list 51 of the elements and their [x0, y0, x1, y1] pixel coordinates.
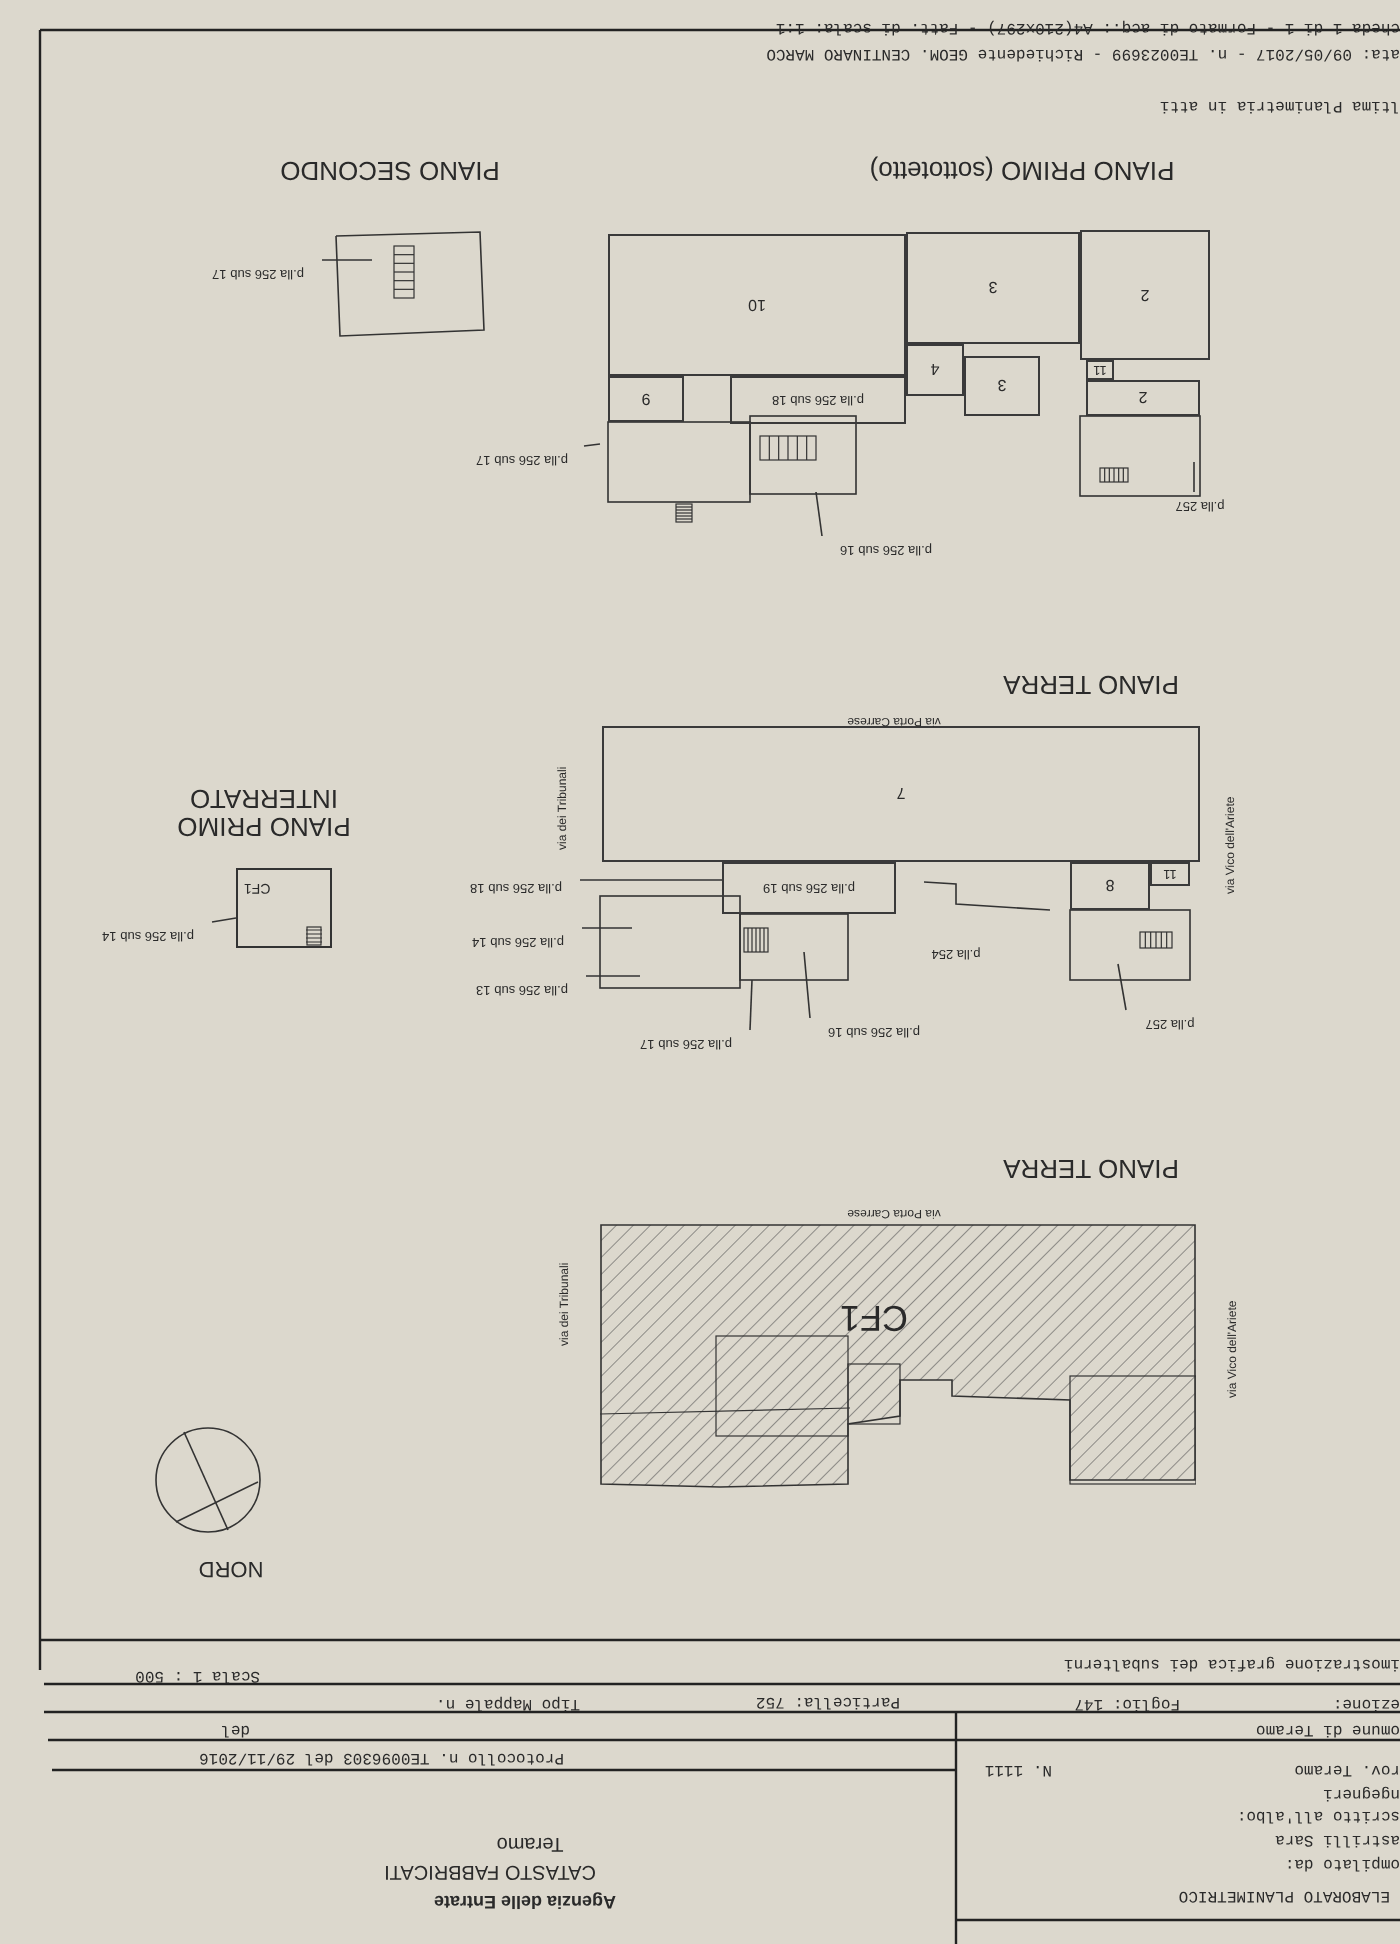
office-name: Teramo — [494, 1830, 566, 1852]
plan-title: PIANO SECONDO — [278, 154, 502, 184]
hatched-building-plan — [600, 1224, 1196, 1488]
room-outline: 4 — [906, 344, 964, 396]
room-outline: 9 — [608, 376, 684, 422]
leader-line — [321, 259, 373, 261]
title-block-heading: ELABORATO PLANIMETRICO — [1176, 1884, 1390, 1902]
drawing-subtitle: imostrazione grafica dei subalterni — [1061, 1652, 1400, 1670]
title-block-text: scritto all'albo: — [1234, 1804, 1400, 1822]
north-label: NORD — [196, 1554, 266, 1578]
room-outline: 3 — [906, 232, 1080, 344]
floor-code: CF1 — [840, 1300, 909, 1336]
title-block-text: N. 1111 — [982, 1758, 1052, 1776]
title-block-text: ezione: — [1330, 1692, 1400, 1710]
leader-line — [815, 491, 823, 537]
room-outline: 2 — [1080, 230, 1210, 360]
title-block-text: ata: 09/05/2017 - n. TE0023699 - Richiedente GEOM. CENTINARO MARCO — [764, 42, 1400, 60]
title-block-text: cheda 1 di 1 - Formato di acq.: A4(210x297) - Fatt. di scala: 1:1 — [773, 16, 1400, 34]
leader-line — [749, 979, 753, 1031]
agency-name: Agenzia delle Entrate — [431, 1890, 619, 1910]
floor-plan-outline — [236, 868, 332, 948]
title-block-text: omune di Teramo — [1253, 1718, 1400, 1736]
title-block-text: Foglio: 147 — [1072, 1692, 1180, 1710]
plan-title: PIANO TERRA — [1001, 668, 1181, 698]
room-outline: 2 — [1086, 380, 1200, 416]
title-block-text: astrilli Sara — [1273, 1828, 1400, 1846]
plan-title: PIANO PRIMO INTERRATO — [175, 781, 353, 840]
leader-line — [585, 975, 641, 977]
leader-line — [803, 951, 811, 1019]
room-outline: 8 — [1070, 862, 1150, 910]
room-outline: 3 — [964, 356, 1040, 416]
title-block-text: ngegneri — [1321, 1782, 1400, 1800]
title-block-text: ltima Planimetria in atti — [1157, 94, 1400, 112]
leader-line — [579, 879, 723, 881]
title-block-text: Tipo Mappale n. — [433, 1692, 580, 1710]
title-block-text: Protocollo n. TE0096303 del 29/11/2016 — [197, 1746, 564, 1764]
leader-line — [1193, 461, 1195, 493]
room-outline: 10 — [608, 234, 906, 376]
title-block-text: del — [219, 1718, 250, 1736]
plan-title: PIANO TERRA — [1001, 1152, 1181, 1182]
title-block-text: Particella: 752 — [753, 1690, 900, 1708]
leader-line — [583, 443, 601, 447]
title-block-text: rov. Teramo — [1292, 1758, 1400, 1776]
title-block-text: ompilato da: — [1282, 1852, 1400, 1870]
room-outline: 7 — [602, 726, 1200, 862]
leader-line — [581, 927, 633, 929]
leader-line — [211, 917, 237, 923]
scale-text: Scala 1 : 500 — [133, 1664, 260, 1682]
leader-line — [1117, 963, 1127, 1011]
plan-title: PIANO PRIMO (sottotetto) — [867, 154, 1177, 184]
registry-name: CATASTO FABBRICATI — [382, 1858, 598, 1880]
